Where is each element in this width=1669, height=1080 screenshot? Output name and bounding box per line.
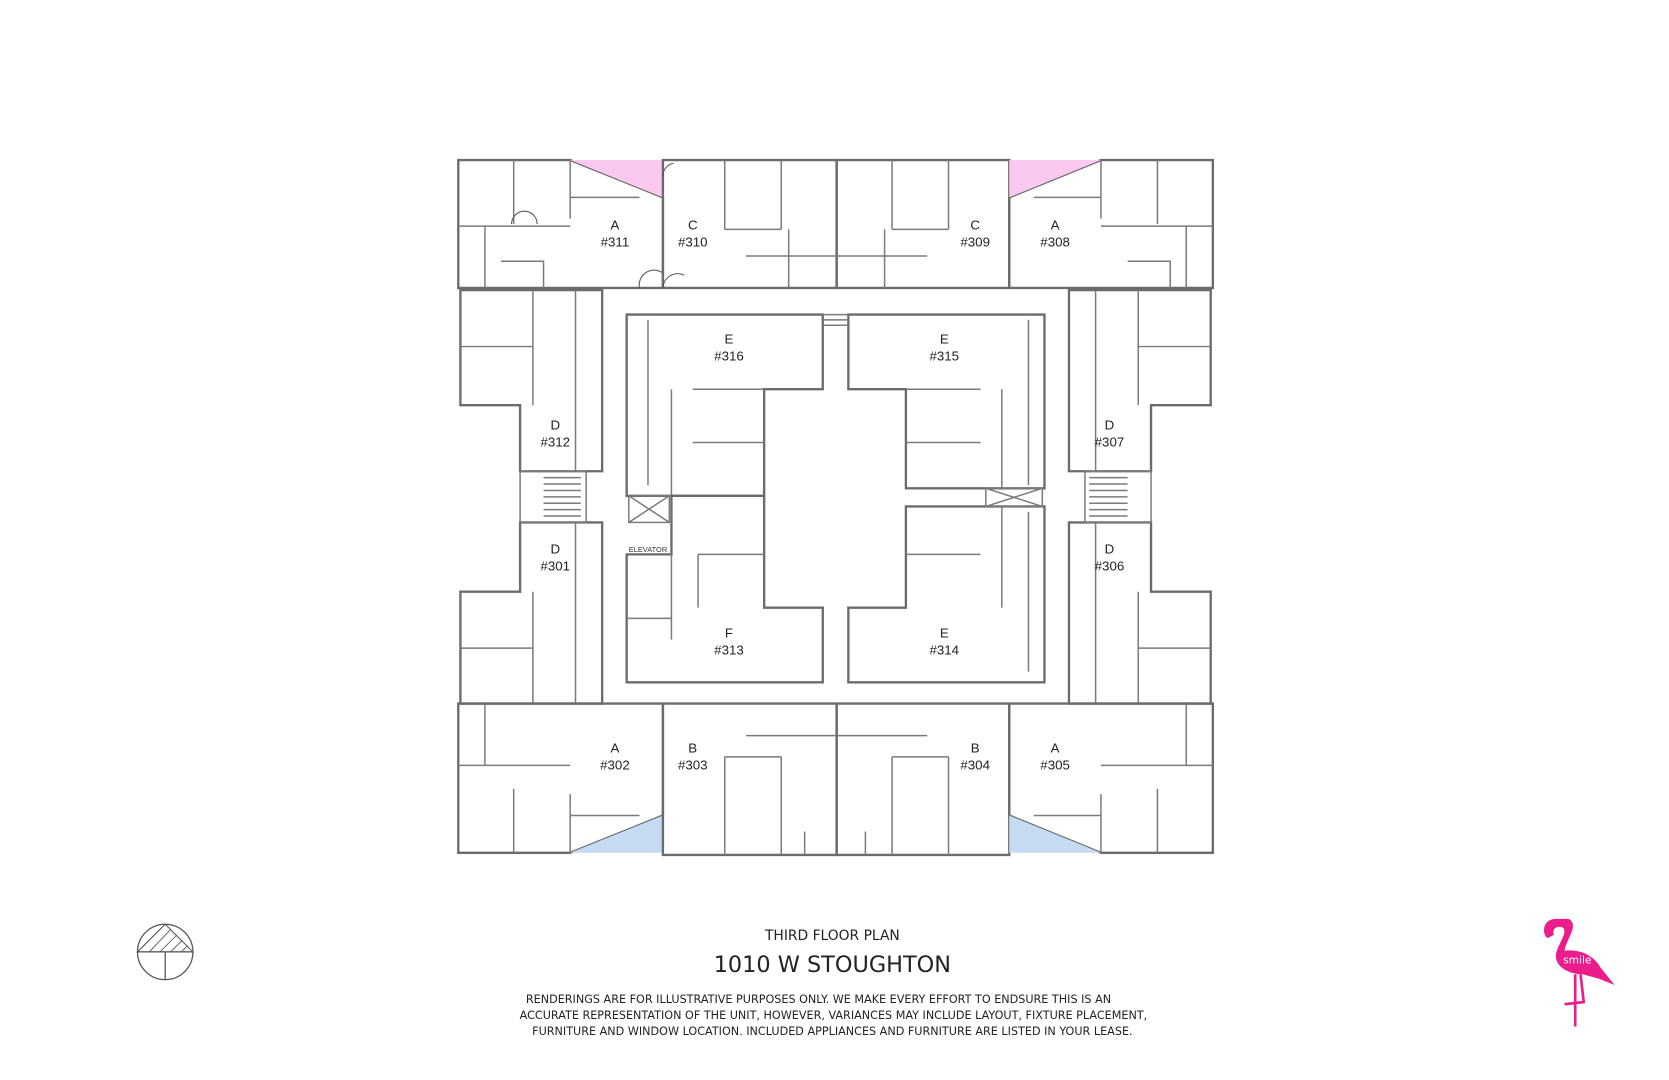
unit-number: #316 xyxy=(714,348,744,363)
logo-text: smile xyxy=(1563,954,1591,967)
unit-302[interactable]: A #302 xyxy=(457,702,665,854)
stairs-right xyxy=(1084,470,1152,524)
unit-303[interactable]: B #303 xyxy=(661,702,838,857)
unit-315[interactable]: E #315 xyxy=(847,313,1046,490)
unit-type: C xyxy=(688,217,698,232)
unit-type: A xyxy=(1051,217,1060,232)
unit-number: #315 xyxy=(929,348,959,363)
unit-number: #305 xyxy=(1040,758,1070,773)
unit-type: E xyxy=(725,331,734,346)
disclaimer-line: ACCURATE REPRESENTATION OF THE UNIT, HOW… xyxy=(520,1009,1148,1022)
unit-number: #303 xyxy=(678,758,708,773)
unit-type: A xyxy=(611,741,620,756)
stairs-left xyxy=(519,470,587,524)
unit-type: A xyxy=(1051,741,1060,756)
floor-plan-subtitle: THIRD FLOOR PLAN xyxy=(764,928,900,944)
unit-number: #308 xyxy=(1040,234,1070,249)
unit-type: E xyxy=(940,626,949,641)
elevator-label: ELEVATOR xyxy=(629,545,668,554)
unit-number: #311 xyxy=(601,234,630,249)
unit-310[interactable]: C #310 xyxy=(661,158,838,290)
unit-number: #310 xyxy=(678,234,708,249)
north-arrow-icon xyxy=(136,923,195,981)
unit-type: D xyxy=(550,541,560,556)
unit-type: C xyxy=(970,217,980,232)
unit-number: #309 xyxy=(960,234,990,249)
disclaimer-line: FURNITURE AND WINDOW LOCATION. INCLUDED … xyxy=(532,1025,1132,1038)
unit-type: E xyxy=(940,331,949,346)
disclaimer-line: RENDERINGS ARE FOR ILLUSTRATIVE PURPOSES… xyxy=(526,993,1111,1006)
unit-301[interactable]: D #301 xyxy=(459,521,604,705)
unit-309[interactable]: C #309 xyxy=(835,158,1011,290)
corridor-stairs xyxy=(822,313,849,326)
unit-type: B xyxy=(971,741,980,756)
unit-number: #304 xyxy=(960,758,990,773)
unit-306[interactable]: D #306 xyxy=(1067,521,1212,705)
unit-type: F xyxy=(725,626,733,641)
unit-314[interactable]: E #314 xyxy=(847,505,1046,684)
elevator: ELEVATOR xyxy=(628,487,1044,554)
unit-type: D xyxy=(550,418,560,433)
unit-number: #306 xyxy=(1095,558,1125,573)
unit-311[interactable]: A #311 xyxy=(457,158,665,290)
unit-type: A xyxy=(611,217,620,232)
unit-type: B xyxy=(688,741,697,756)
unit-312[interactable]: D #312 xyxy=(459,288,604,473)
unit-307[interactable]: D #307 xyxy=(1067,288,1212,473)
unit-type: D xyxy=(1105,418,1115,433)
unit-number: #302 xyxy=(600,758,630,773)
unit-313[interactable]: F #313 xyxy=(625,494,824,684)
flamingo-logo: smile xyxy=(1544,918,1615,1027)
unit-number: #314 xyxy=(929,643,959,658)
unit-number: #312 xyxy=(540,435,570,450)
unit-316[interactable]: E #316 xyxy=(625,313,824,497)
unit-308[interactable]: A #308 xyxy=(1008,158,1215,290)
unit-type: D xyxy=(1105,541,1115,556)
unit-number: #307 xyxy=(1095,435,1125,450)
unit-number: #313 xyxy=(714,643,744,658)
unit-304[interactable]: B #304 xyxy=(835,702,1011,857)
unit-305[interactable]: A #305 xyxy=(1008,702,1215,854)
building-title: 1010 W STOUGHTON xyxy=(714,952,951,978)
unit-number: #301 xyxy=(540,558,570,573)
